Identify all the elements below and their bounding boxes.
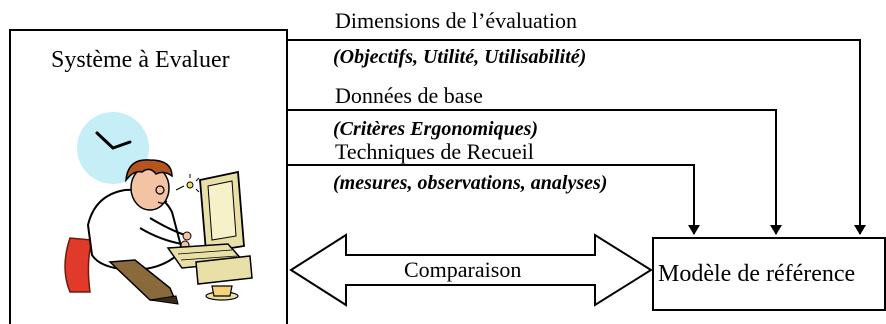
input-label-donnees: Données de base [335,83,483,108]
chair-icon [64,237,93,293]
input-detail-dimensions: (Objectifs, Utilité, Utilisabilité) [333,46,587,68]
input-label-dimensions: Dimensions de l’évaluation [335,8,577,33]
system-box-border [9,29,288,324]
reference-box-title: Modèle de référence [658,261,856,287]
comparison-arrow [289,233,653,307]
connector-dimensions [288,39,866,235]
person-at-computer-illustration [64,112,253,305]
connector-techniques [288,164,700,235]
system-box-title: Système à Evaluer [51,47,230,73]
input-detail-donnees: (Critères Ergonomiques) [333,118,539,140]
input-label-techniques: Techniques de Recueil [335,139,534,164]
reference-box-border [652,237,886,311]
connector-donnees [288,109,782,235]
comparison-label: Comparaison [404,257,522,282]
input-detail-techniques: (mesures, observations, analyses) [333,172,608,194]
